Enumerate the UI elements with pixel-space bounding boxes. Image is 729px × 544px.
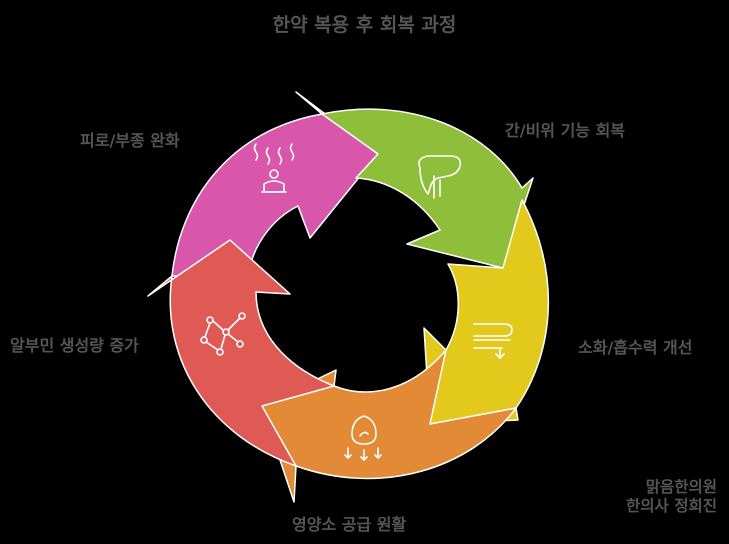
clinic-doctor: 한의사 정희진 [626,496,717,515]
segment-albumin [147,239,335,467]
step-label-nutrition: 영양소 공급 원활 [292,515,407,534]
step-label-liver: 간/비위 기능 회복 [505,121,626,140]
segment-liver [321,108,534,269]
liver-icon [418,155,462,199]
relaxing-person-icon [253,143,295,193]
diagram-title: 한약 복용 후 회복 과정 [272,14,457,36]
step-label-digestion: 소화/흡수력 개선 [578,338,693,357]
cycle-segments [147,91,550,503]
molecule-icon [200,312,246,356]
step-label-fatigue: 피로/부종 완화 [80,131,180,150]
clinic-credit: 맑음한의원 한의사 정희진 [626,478,717,515]
step-label-albumin: 알부민 생성량 증가 [10,336,139,355]
clinic-name: 맑음한의원 [645,478,717,496]
nutrient-drop-icon [344,415,382,461]
digestion-icon [473,323,513,359]
